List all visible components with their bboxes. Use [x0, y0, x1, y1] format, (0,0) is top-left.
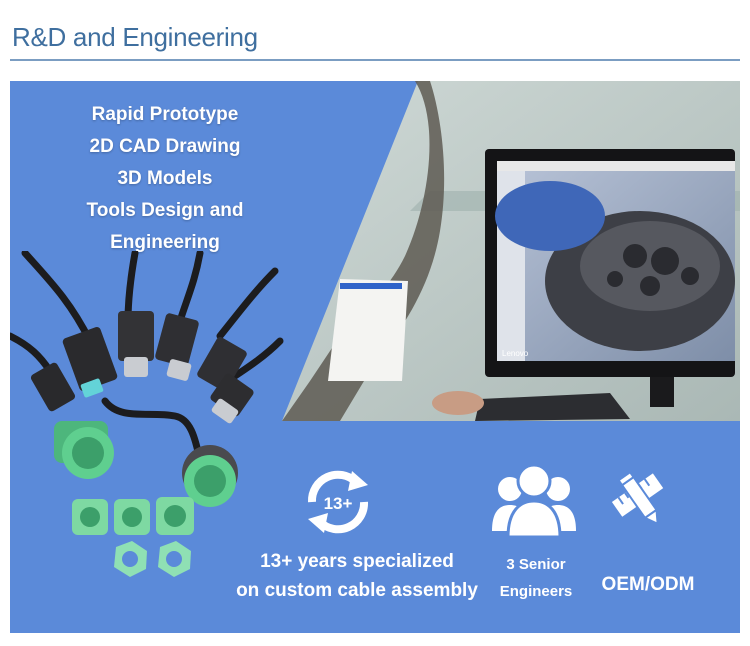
service-list: Rapid Prototype 2D CAD Drawing 3D Models…: [40, 99, 290, 259]
service-rapid-prototype: Rapid Prototype: [91, 104, 239, 125]
service-3d-models: 3D Models: [117, 168, 213, 189]
title-divider: [10, 59, 740, 61]
years-line-1: 13+ years specialized: [260, 551, 454, 572]
years-badge: 13+: [324, 494, 353, 513]
service-tools-design: Tools Design and: [86, 200, 244, 221]
years-line-2: on custom cable assembly: [236, 580, 478, 601]
pencil-ruler-icon: [611, 470, 664, 526]
page-title: R&D and Engineering: [12, 22, 258, 52]
engineers-text: 3 Senior Engineers: [486, 551, 586, 605]
rd-banner: Lenovo Rapid Prototype 2D CAD Drawing 3D…: [10, 81, 740, 633]
people-group-icon: [492, 463, 576, 539]
oem-odm-label: OEM/ODM: [601, 574, 695, 595]
service-2d-cad: 2D CAD Drawing: [89, 136, 241, 157]
years-specialized-text: 13+ years specialized on custom cable as…: [228, 547, 486, 605]
cable-assembly-illustration: [10, 251, 284, 577]
engineers-line-1: 3 Senior: [506, 556, 566, 573]
engineer-workstation-photo: Lenovo: [282, 81, 740, 421]
engineers-line-2: Engineers: [499, 583, 573, 600]
service-engineering: Engineering: [110, 232, 220, 253]
cycle-arrows-icon: 13+: [307, 470, 369, 534]
monitor-brand: Lenovo: [502, 349, 529, 358]
